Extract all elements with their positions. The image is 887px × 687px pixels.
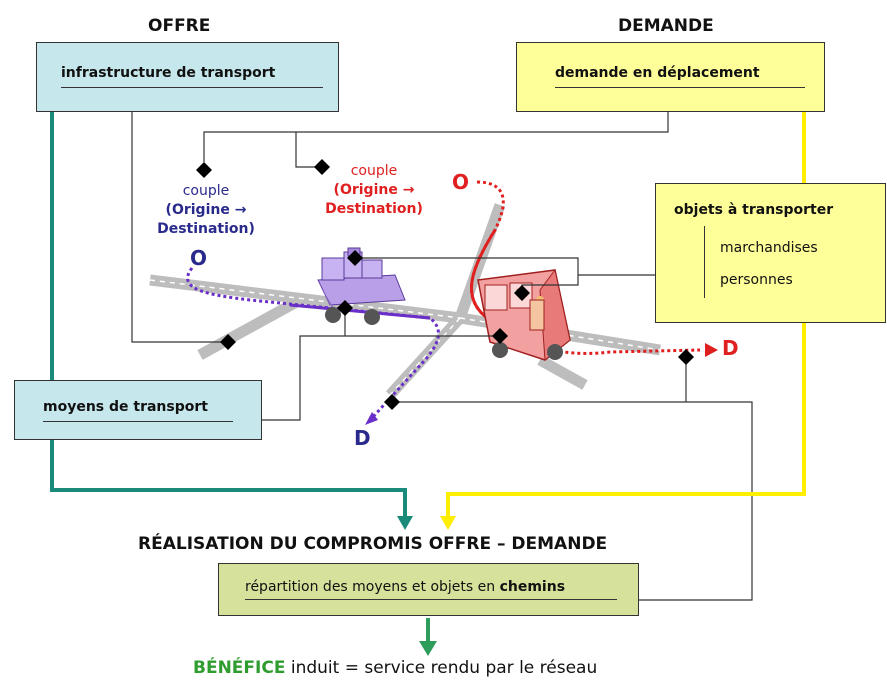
- benefice-emph: BÉNÉFICE: [193, 658, 286, 678]
- red-origin-label: O: [452, 170, 470, 194]
- demande-flow-arrowhead: [440, 516, 456, 530]
- moyens-underline: [43, 421, 233, 422]
- demande-deplacement-box: demande en déplacement: [516, 42, 825, 112]
- passenger-bus-icon: [477, 268, 571, 361]
- red-destination-label: D: [722, 336, 739, 360]
- demande-deplacement-label: demande en déplacement: [555, 65, 760, 81]
- moyens-label: moyens de transport: [43, 399, 208, 415]
- demande-header: DEMANDE: [618, 16, 714, 36]
- repartition-prefix: répartition des moyens et objets en: [245, 579, 500, 595]
- infrastructure-label: infrastructure de transport: [61, 65, 276, 81]
- blue-couple-word: couple: [182, 183, 230, 199]
- red-couple-line1: (Origine →: [333, 182, 415, 198]
- offre-flow-line: [50, 112, 407, 520]
- benefice-flow-arrowhead: [419, 641, 437, 656]
- demande-deplacement-underline: [555, 87, 805, 88]
- blue-couple-line1: (Origine →: [165, 202, 247, 218]
- connector-lines: [131, 88, 753, 601]
- red-couple-line2: Destination): [325, 201, 423, 217]
- infrastructure-underline: [61, 87, 323, 88]
- infrastructure-box: infrastructure de transport: [36, 42, 339, 112]
- objets-box: objets à transporter marchandises person…: [655, 183, 886, 323]
- benefice-line: BÉNÉFICE induit = service rendu par le r…: [193, 658, 597, 678]
- red-couple-label: couple (Origine → Destination): [308, 162, 440, 219]
- objets-bracket: [704, 226, 705, 298]
- objets-item-marchandises: marchandises: [720, 240, 818, 256]
- blue-od-path-solid: [289, 303, 431, 320]
- realisation-title: RÉALISATION DU COMPROMIS OFFRE – DEMANDE: [138, 534, 608, 554]
- blue-couple-label: couple (Origine → Destination): [140, 182, 272, 239]
- blue-couple-line2: Destination): [157, 221, 255, 237]
- red-od-arrowhead: [705, 343, 718, 357]
- blue-od-arrowhead: [365, 412, 378, 425]
- repartition-label: répartition des moyens et objets en chem…: [245, 579, 565, 595]
- blue-destination-label: D: [354, 426, 371, 450]
- benefice-rest: induit = service rendu par le réseau: [285, 658, 598, 678]
- repartition-box: répartition des moyens et objets en chem…: [218, 563, 639, 616]
- blue-od-path: [186, 267, 440, 420]
- offre-flow-arrowhead: [397, 516, 413, 530]
- objets-item-personnes: personnes: [720, 272, 793, 288]
- offre-header: OFFRE: [148, 16, 211, 36]
- repartition-emph: chemins: [499, 579, 566, 595]
- repartition-underline: [245, 599, 617, 600]
- moyens-box: moyens de transport: [14, 380, 262, 440]
- red-od-path-solid: [470, 229, 497, 322]
- connector-diamonds: [196, 159, 694, 410]
- red-couple-word: couple: [350, 163, 398, 179]
- blue-origin-label: O: [190, 246, 208, 270]
- objets-title: objets à transporter: [674, 202, 834, 218]
